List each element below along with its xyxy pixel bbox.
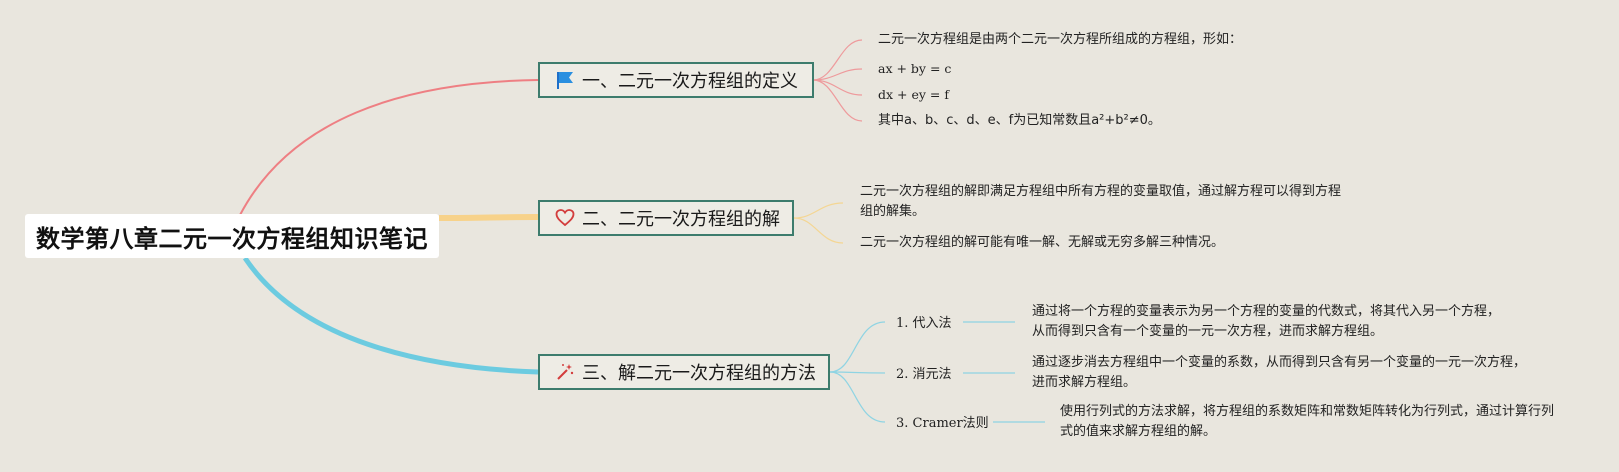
solution-note-2: 二元一次方程组的解可能有唯一解、无解或无穷多解三种情况。	[860, 235, 1225, 250]
root-topic[interactable]: 数学第八章二元一次方程组知识笔记	[25, 214, 439, 258]
branch-label: 三、解二元一次方程组的方法	[582, 363, 816, 384]
branch-label: 二、二元一次方程组的解	[582, 209, 780, 230]
connector-b3-method1	[829, 321, 886, 373]
branch-methods[interactable]: 三、解二元一次方程组的方法	[538, 354, 830, 390]
flag-icon	[554, 69, 576, 91]
branch-solution[interactable]: 二、二元一次方程组的解	[538, 200, 794, 236]
branch-label: 一、二元一次方程组的定义	[582, 71, 798, 92]
connector-b2-note2	[793, 217, 844, 244]
connector-root-branch3	[242, 256, 539, 375]
connector-root-branch1	[239, 79, 539, 216]
method-cramer-desc: 使用行列式的方法求解，将方程组的系数矩阵和常数矩阵转化为行列式，通过计算行列式的…	[1060, 404, 1555, 439]
connector-b3-method2	[829, 371, 886, 374]
definition-note-2: ax + by = c	[878, 61, 952, 76]
method-elimination[interactable]: 2. 消元法	[896, 367, 952, 382]
solution-note-1: 二元一次方程组的解即满足方程组中所有方程的变量取值，通过解方程可以得到方程组的解…	[860, 184, 1342, 219]
definition-note-3: dx + ey = f	[878, 87, 949, 102]
method-substitution[interactable]: 1. 代入法	[896, 316, 952, 331]
definition-note-4: 其中a、b、c、d、e、f为已知常数且a²+b²≠0。	[878, 113, 1161, 128]
root-title: 数学第八章二元一次方程组知识笔记	[36, 224, 428, 253]
connector-b2-note1	[793, 202, 844, 219]
heart-icon	[554, 207, 576, 229]
definition-note-1: 二元一次方程组是由两个二元一次方程所组成的方程组，形如：	[878, 32, 1243, 47]
connector-b1-note1	[812, 39, 863, 81]
connector-b1-note4	[812, 79, 863, 122]
method-elimination-desc: 通过逐步消去方程组中一个变量的系数，从而得到只含有另一个变量的一元一次方程，进而…	[1032, 355, 1527, 390]
magic-wand-icon	[554, 361, 576, 383]
method-substitution-desc: 通过将一个方程的变量表示为另一个方程的变量的代数式，将其代入另一个方程，从而得到…	[1032, 304, 1501, 339]
branch-definition[interactable]: 一、二元一次方程组的定义	[538, 62, 814, 98]
connector-root-branch2	[438, 214, 539, 221]
connector-b3-method3	[829, 371, 886, 423]
method-cramer[interactable]: 3. Cramer法则	[896, 416, 989, 431]
